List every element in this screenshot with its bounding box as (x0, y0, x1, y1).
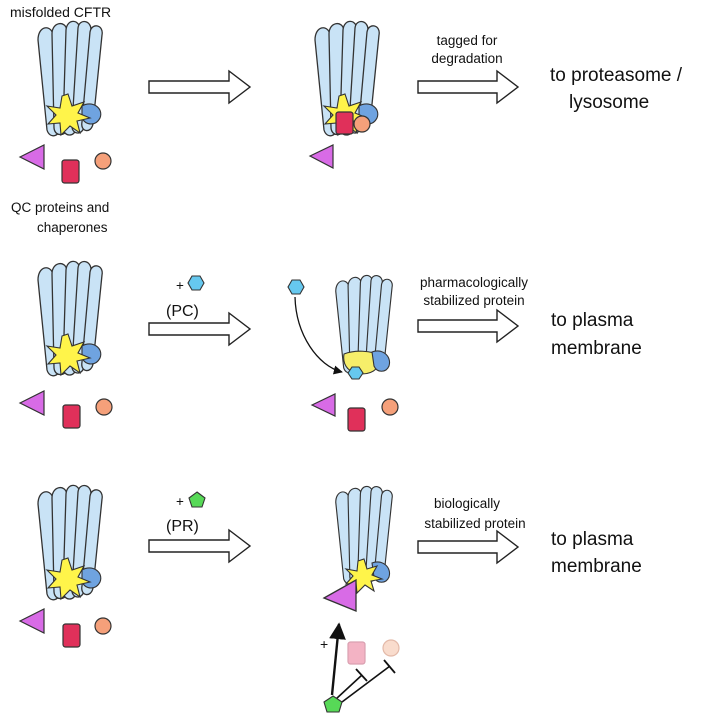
row3-destination-line1: to plasma (551, 529, 634, 550)
row2-destination-line2: membrane (551, 338, 642, 359)
free-circle-icon (381, 398, 399, 416)
bound-circle-icon (353, 115, 371, 133)
biologically-stabilized-protein (335, 485, 393, 595)
pr-label: (PR) (166, 518, 199, 535)
misfolded-cftr-label: misfolded CFTR (10, 4, 111, 20)
pharmacologically-stabilized-protein (335, 274, 393, 380)
pharmacological-chaperone-icon (187, 275, 205, 291)
chaperone-circle-icon (94, 617, 112, 635)
hollow-arrow-1 (148, 69, 252, 105)
bound-pc-icon (347, 366, 364, 380)
inhibition-line-1 (335, 674, 363, 700)
nbd-domain (81, 103, 102, 125)
hollow-arrow-5 (148, 528, 252, 564)
inhibition-bar-1 (355, 668, 368, 682)
free-rectangle-icon (347, 407, 366, 432)
qc-triangle-icon (18, 390, 45, 416)
inhibition-bar-2 (383, 659, 396, 674)
qc-proteins-label-line2: chaperones (37, 220, 108, 235)
upregulated-triangle-icon (322, 578, 357, 612)
activation-arrow (329, 622, 346, 696)
misfold-burst-icon (45, 333, 92, 377)
misfold-burst-icon (344, 558, 384, 595)
inhibition-line-2 (341, 665, 391, 703)
misfold-burst-icon (45, 93, 92, 137)
hollow-arrow-3 (148, 311, 252, 347)
pc-molecule-icon (287, 279, 305, 295)
free-triangle-icon (310, 393, 336, 417)
row3-arrow-label-line1: biologically (434, 496, 500, 511)
proteostasis-regulator-icon (188, 491, 206, 508)
qc-rectangle-icon (62, 404, 81, 429)
free-triangle-icon (308, 144, 334, 169)
activation-plus: + (320, 636, 328, 652)
faded-circle-icon (382, 639, 400, 657)
row2-arrow-label-line2: stabilized protein (423, 293, 524, 308)
row2-destination-line1: to plasma (551, 310, 634, 331)
pc-plus: + (176, 278, 184, 293)
misfolded-cftr-protein-1 (37, 20, 103, 137)
hollow-arrow-4 (417, 308, 520, 344)
bound-rectangle-icon (335, 111, 354, 135)
row2-arrow-label-line1: pharmacologically (420, 275, 528, 290)
pc-binding-arrow (294, 296, 343, 375)
qc-rectangle-icon (62, 623, 81, 648)
hollow-arrow-6 (417, 529, 520, 565)
pr-plus: + (176, 494, 184, 509)
pr-molecule-icon (323, 695, 343, 713)
qc-triangle-icon (18, 608, 45, 634)
chaperone-circle-icon (95, 398, 113, 416)
row3-destination-line2: membrane (551, 556, 642, 577)
qc-rectangle-icon (61, 159, 80, 184)
tagged-cftr-protein (314, 20, 380, 137)
row1-arrow-label-line2: degradation (431, 51, 502, 66)
qc-triangle-icon (18, 144, 45, 170)
pc-label: (PC) (166, 303, 199, 320)
chaperone-circle-icon (94, 152, 112, 170)
hollow-arrow-2 (417, 69, 520, 105)
row3-arrow-label-line2: stabilized protein (424, 516, 525, 531)
faded-rectangle-icon (347, 641, 366, 665)
qc-proteins-label-line1: QC proteins and (11, 200, 109, 215)
misfolded-cftr-protein-2 (37, 260, 103, 377)
row1-arrow-label-line1: tagged for (437, 33, 498, 48)
row1-destination-line1: to proteasome / (550, 65, 683, 86)
row1-destination-line2: lysosome (569, 92, 649, 113)
misfolded-cftr-protein-3 (37, 484, 103, 601)
misfold-burst-icon (45, 557, 92, 601)
